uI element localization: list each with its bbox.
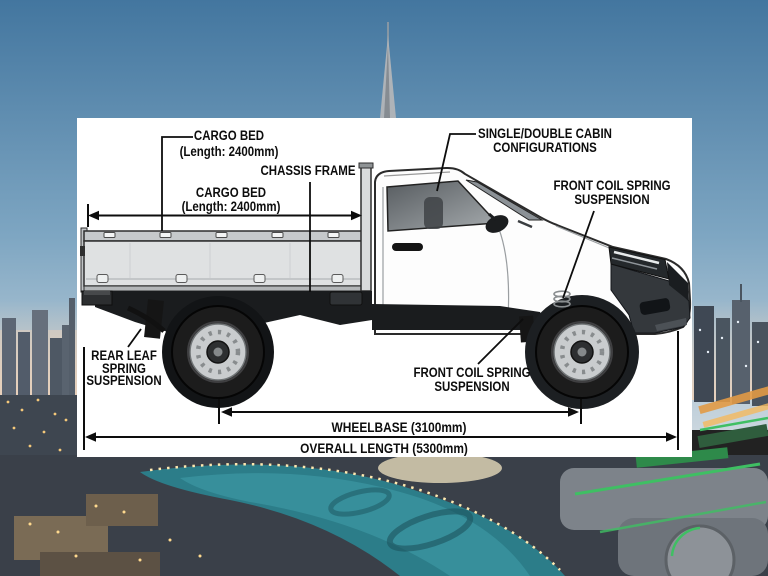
window-lights-right xyxy=(698,320,760,368)
leader-cabin-config xyxy=(436,133,476,192)
right-skyline xyxy=(694,284,768,448)
label-line: CONFIGURATIONS xyxy=(493,140,597,155)
leader-front-coil-lower xyxy=(477,318,524,365)
bed-headboard xyxy=(360,165,372,292)
bed-bottom-strip xyxy=(83,285,363,292)
mall-rooftops xyxy=(560,447,768,576)
label-rear-leaf-spring: REAR LEAF SPRING SUSPENSION xyxy=(86,348,162,388)
seat-headrest xyxy=(424,197,443,229)
label-line: CHASSIS FRAME xyxy=(260,163,356,178)
label-line: SUSPENSION xyxy=(434,379,510,394)
truck-illustration xyxy=(80,162,692,409)
cargo-bed xyxy=(80,162,374,293)
metro-station-roof xyxy=(697,416,768,448)
label-front-coil-spring-upper: FRONT COIL SPRING SUSPENSION xyxy=(553,179,670,207)
highway-light-streaks xyxy=(698,385,768,428)
dome-roof xyxy=(664,524,736,576)
burj-khalifa-spire xyxy=(380,22,396,118)
label-line: CARGO BED xyxy=(195,185,267,200)
rear-wheel xyxy=(172,306,264,398)
label-line: OVERALL LENGTH (5300mm) xyxy=(300,440,468,456)
exhaust-pipe xyxy=(126,305,166,333)
front-end xyxy=(608,246,691,334)
bottom-cityscape xyxy=(0,447,768,576)
window-lights-left xyxy=(6,398,68,460)
label-line: REAR LEAF xyxy=(91,348,157,363)
label-line: CARGO BED xyxy=(193,128,265,143)
grille xyxy=(667,262,689,301)
label-line: SUSPENSION xyxy=(574,192,650,207)
label-line: SUSPENSION xyxy=(86,373,162,388)
side-mirror xyxy=(485,215,509,233)
label-line: SINGLE/DOUBLE CABIN xyxy=(478,126,612,141)
fuel-tank xyxy=(329,291,363,306)
front-coil-spring xyxy=(553,290,571,308)
annotations xyxy=(83,133,679,450)
roof-drip-rail xyxy=(383,171,451,177)
bumper-lower-lip xyxy=(655,318,687,331)
door-handle xyxy=(392,243,423,251)
cab xyxy=(374,166,692,335)
label-cargo-bed-top: CARGO BED (Length: 2400mm) xyxy=(180,128,279,160)
fog-lamp-recess xyxy=(639,298,671,315)
dim-overall-length-arrow xyxy=(83,331,679,450)
label-line: WHEELBASE (3100mm) xyxy=(331,419,467,435)
stake-pockets xyxy=(103,232,340,238)
dim-wheelbase-arrow xyxy=(218,399,582,424)
label-chassis-frame: CHASSIS FRAME xyxy=(260,164,355,178)
palace-hotel-blocks xyxy=(14,494,202,576)
dim-cargo-bed-arrow xyxy=(87,204,362,227)
windshield xyxy=(465,179,544,221)
label-line: SPRING xyxy=(101,360,146,376)
underbody xyxy=(81,290,546,343)
label-overall-length-dimension: OVERALL LENGTH (5300mm) xyxy=(300,441,468,455)
label-line: FRONT COIL SPRING xyxy=(553,178,671,193)
label-line: FRONT COIL SPRING xyxy=(413,365,531,380)
souk-bright-area xyxy=(378,453,502,483)
rear-corner-latch xyxy=(80,246,85,256)
cab-chassis-rail xyxy=(372,304,546,330)
label-cabin-configurations: SINGLE/DOUBLE CABIN CONFIGURATIONS xyxy=(478,127,612,155)
label-wheelbase-dimension: WHEELBASE (3100mm) xyxy=(332,420,467,434)
leader-front-coil-upper xyxy=(562,210,595,299)
leader-cargo-bed-top xyxy=(161,136,193,231)
label-line: (Length: 2400mm) xyxy=(179,144,279,159)
dropside-latches xyxy=(96,274,344,283)
label-line: (Length: 2400mm) xyxy=(181,199,281,214)
label-cargo-bed-dimension: CARGO BED (Length: 2400mm) xyxy=(182,186,281,214)
label-front-coil-spring-lower: FRONT COIL SPRING SUSPENSION xyxy=(413,366,530,394)
headboard-cap xyxy=(358,162,374,169)
front-wheel xyxy=(536,306,628,398)
wiper xyxy=(517,219,533,229)
leader-rear-leaf xyxy=(127,328,142,348)
